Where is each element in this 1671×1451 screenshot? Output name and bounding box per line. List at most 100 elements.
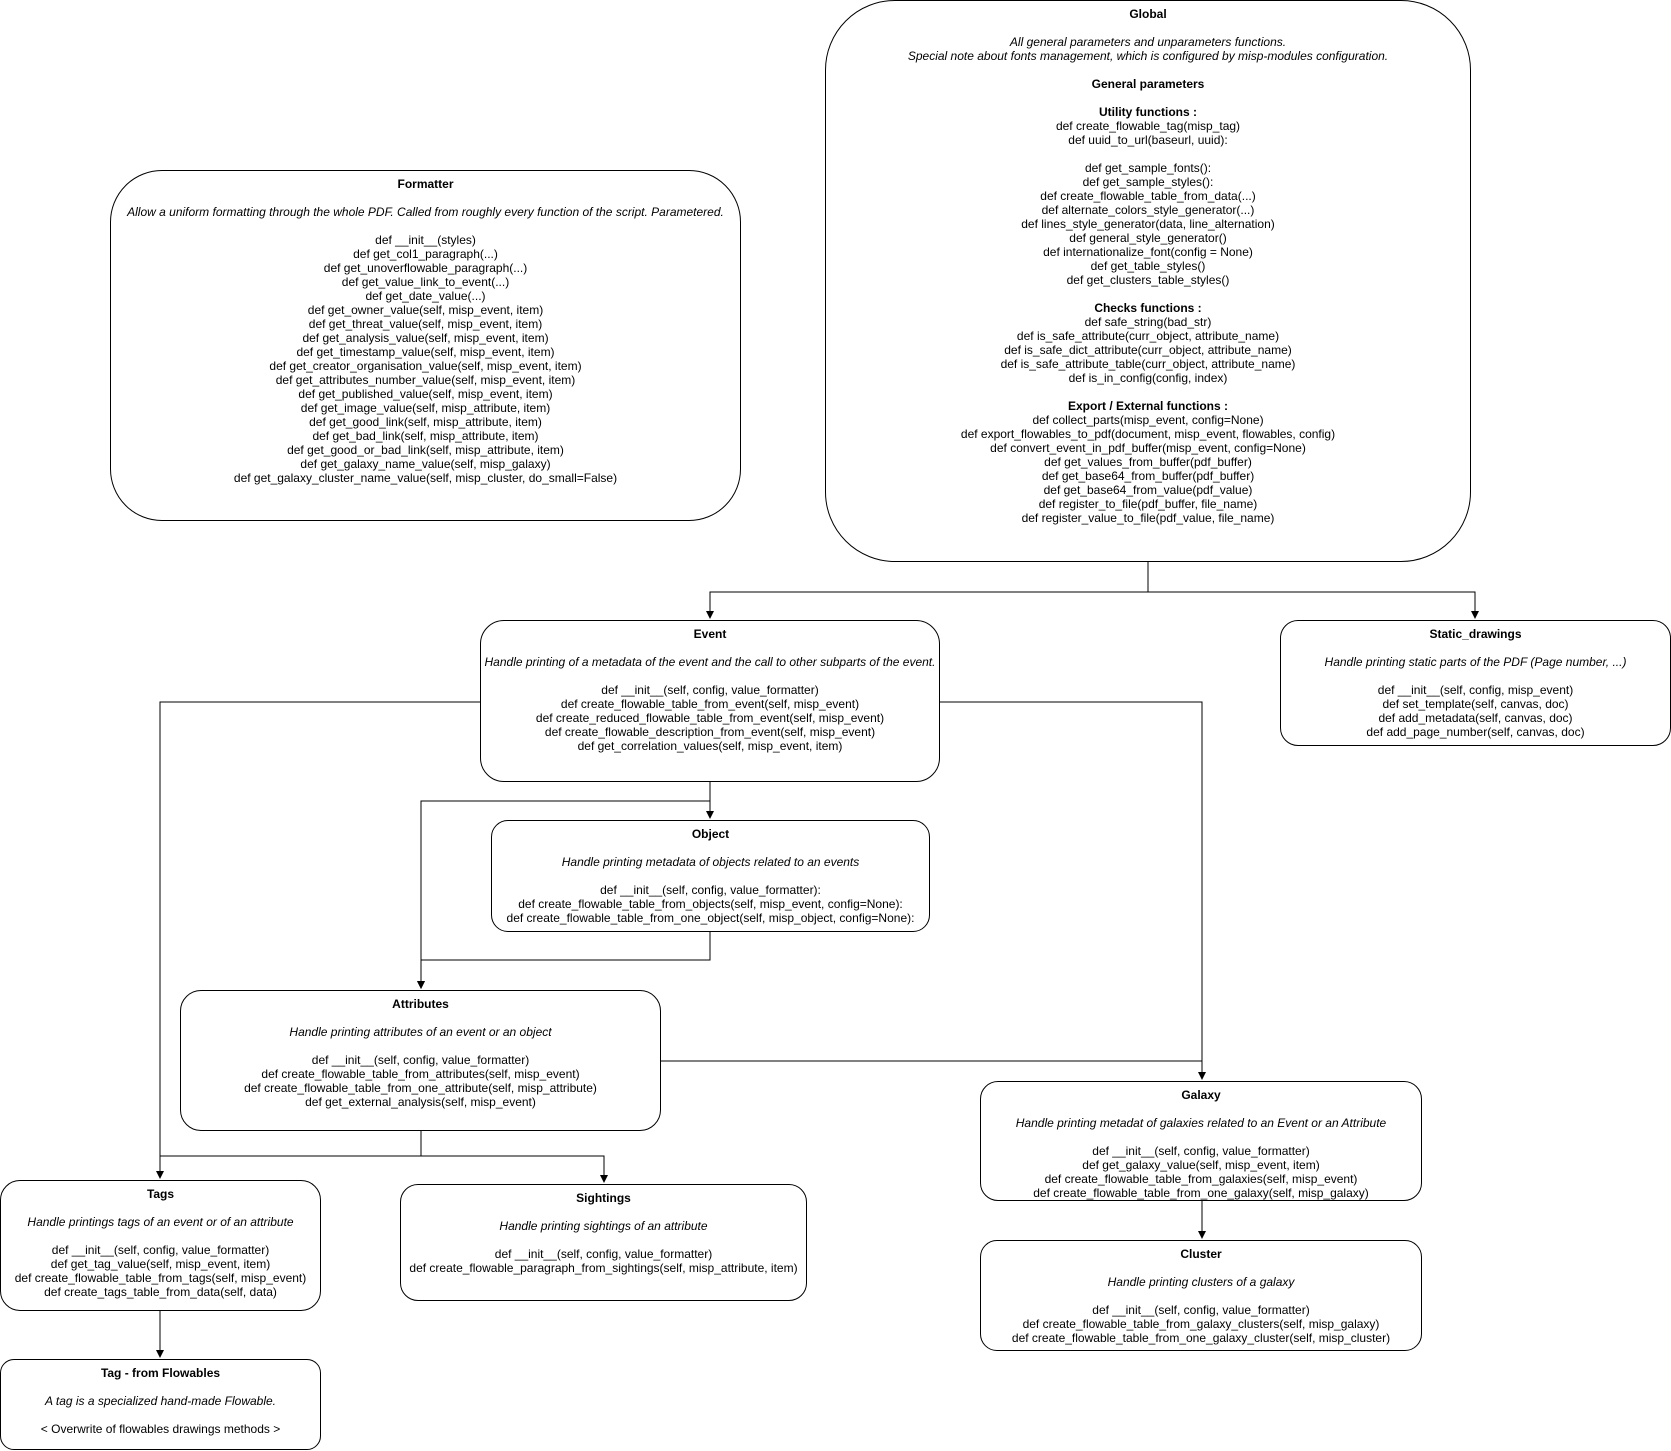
method-signature: def register_value_to_file(pdf_value, fi…: [1021, 511, 1275, 525]
method-signature: def create_flowable_table_from_galaxy_cl…: [1022, 1317, 1380, 1331]
spacer: [183, 1039, 658, 1053]
method-signature: def get_col1_paragraph(...): [353, 247, 498, 261]
node-tag-from-flowables[interactable]: Tag - from Flowables A tag is a specializ…: [0, 1359, 321, 1450]
edge-event-galaxy: [940, 701, 1206, 1080]
spacer: [183, 1011, 658, 1025]
method-signature: def get_creator_organisation_value(self,…: [269, 359, 582, 373]
spacer: [494, 869, 927, 883]
method-signature: def create_flowable_table_from_one_galax…: [1033, 1186, 1369, 1200]
edge-object-attributes: [417, 932, 711, 989]
spacer: [983, 1130, 1419, 1144]
method-signature: def is_safe_attribute(curr_object, attri…: [1016, 329, 1280, 343]
method-signature: def get_external_analysis(self, misp_eve…: [305, 1095, 536, 1109]
method-signature: def __init__(self, config, value_formatt…: [51, 1243, 270, 1257]
method-signature: def is_safe_dict_attribute(curr_object, …: [1004, 343, 1292, 357]
method-signature: def __init__(self, config, value_formatt…: [311, 1053, 530, 1067]
method-signature: def create_tags_table_from_data(self, da…: [44, 1285, 277, 1299]
node-description: Handle printing of a metadata of the eve…: [484, 655, 936, 669]
method-signature: def is_safe_attribute_table(curr_object,…: [1000, 357, 1296, 371]
spacer: [828, 63, 1468, 77]
spacer: [3, 1380, 318, 1394]
method-signature: def get_attributes_number_value(self, mi…: [275, 373, 576, 387]
method-signature: def get_timestamp_value(self, misp_event…: [296, 345, 555, 359]
method-signature: def safe_string(bad_str): [1084, 315, 1212, 329]
method-signature: def create_flowable_table_from_attribute…: [261, 1067, 580, 1081]
spacer: [983, 1102, 1419, 1116]
method-signature: def add_page_number(self, canvas, doc): [1366, 725, 1585, 739]
method-signature: def get_date_value(...): [365, 289, 486, 303]
spacer: [113, 219, 738, 233]
method-signature: def __init__(styles): [375, 233, 476, 247]
spacer: [828, 287, 1468, 301]
edge-global-event: [706, 562, 1149, 619]
method-signature: def get_base64_from_buffer(pdf_buffer): [1041, 469, 1255, 483]
spacer: [113, 191, 738, 205]
method-signature: def create_flowable_table_from_objects(s…: [518, 897, 903, 911]
method-signature: def get_good_link(self, misp_attribute, …: [309, 415, 542, 429]
method-signature: def __init__(self, config, value_formatt…: [494, 1247, 713, 1261]
edge-event-attributes: [417, 800, 710, 989]
method-signature: def general_style_generator(): [1069, 231, 1227, 245]
method-signature: def get_values_from_buffer(pdf_buffer): [1044, 455, 1252, 469]
method-signature: def get_galaxy_value(self, misp_event, i…: [1082, 1158, 1320, 1172]
method-signature: def internationalize_font(config = None): [1043, 245, 1253, 259]
node-description: Handle printing sightings of an attribut…: [499, 1219, 708, 1233]
method-signature: def __init__(self, config, value_formatt…: [600, 883, 821, 897]
node-title: Formatter: [397, 177, 454, 191]
edge-attributes-sightings: [421, 1155, 608, 1183]
method-signature: def get_correlation_values(self, misp_ev…: [577, 739, 843, 753]
spacer: [3, 1201, 318, 1215]
edge-event-tags: [156, 701, 480, 1179]
spacer: [3, 1408, 318, 1422]
method-signature: def get_owner_value(self, misp_event, it…: [307, 303, 544, 317]
method-signature: def create_flowable_description_from_eve…: [544, 725, 876, 739]
node-title: Cluster: [1180, 1247, 1222, 1261]
spacer: [828, 91, 1468, 105]
method-signature: def get_tag_value(self, misp_event, item…: [50, 1257, 271, 1271]
method-signature: def get_unoverflowable_paragraph(...): [323, 261, 528, 275]
method-signature: def get_sample_fonts():: [1084, 161, 1212, 175]
section-title: Utility functions :: [1099, 105, 1197, 119]
node-description: Special note about fonts management, whi…: [907, 49, 1389, 63]
node-title: Tag - from Flowables: [100, 1366, 221, 1380]
node-description: Handle printing attributes of an event o…: [289, 1025, 552, 1039]
method-signature: def lines_style_generator(data, line_alt…: [1021, 217, 1275, 231]
section-title: Checks functions :: [1094, 301, 1202, 315]
method-signature: def get_bad_link(self, misp_attribute, i…: [312, 429, 539, 443]
method-signature: def get_analysis_value(self, misp_event,…: [302, 331, 549, 345]
spacer: [983, 1289, 1419, 1303]
method-signature: def set_template(self, canvas, doc): [1382, 697, 1569, 711]
method-signature: def __init__(self, config, value_formatt…: [601, 683, 819, 697]
node-description: Allow a uniform formatting through the w…: [127, 205, 724, 219]
node-description: Handle printing metadat of galaxies rela…: [1015, 1116, 1387, 1130]
method-signature: def collect_parts(misp_event, config=Non…: [1032, 413, 1264, 427]
section-title: Export / External functions :: [1067, 399, 1229, 413]
method-signature: def get_galaxy_cluster_name_value(self, …: [233, 471, 618, 485]
edge-attributes-tags: [160, 1131, 422, 1157]
node-title: Static_drawings: [1429, 627, 1522, 641]
spacer: [403, 1205, 804, 1219]
node-title: Event: [693, 627, 727, 641]
method-signature: def get_table_styles(): [1090, 259, 1206, 273]
method-signature: def create_flowable_table_from_event(sel…: [560, 697, 860, 711]
method-signature: def get_value_link_to_event(...): [341, 275, 510, 289]
spacer: [3, 1229, 318, 1243]
node-description: A tag is a specialized hand-made Flowabl…: [44, 1394, 277, 1408]
node-description: Handle printing metadata of objects rela…: [561, 855, 860, 869]
method-signature: def is_in_config(config, index): [1068, 371, 1228, 385]
method-signature: def add_metadata(self, canvas, doc): [1378, 711, 1573, 725]
method-signature: def create_reduced_flowable_table_from_e…: [535, 711, 885, 725]
method-signature: def create_flowable_table_from_one_objec…: [506, 911, 915, 925]
method-signature: def create_flowable_table_from_galaxies(…: [1044, 1172, 1358, 1186]
method-signature: def __init__(self, config, value_formatt…: [1092, 1303, 1310, 1317]
